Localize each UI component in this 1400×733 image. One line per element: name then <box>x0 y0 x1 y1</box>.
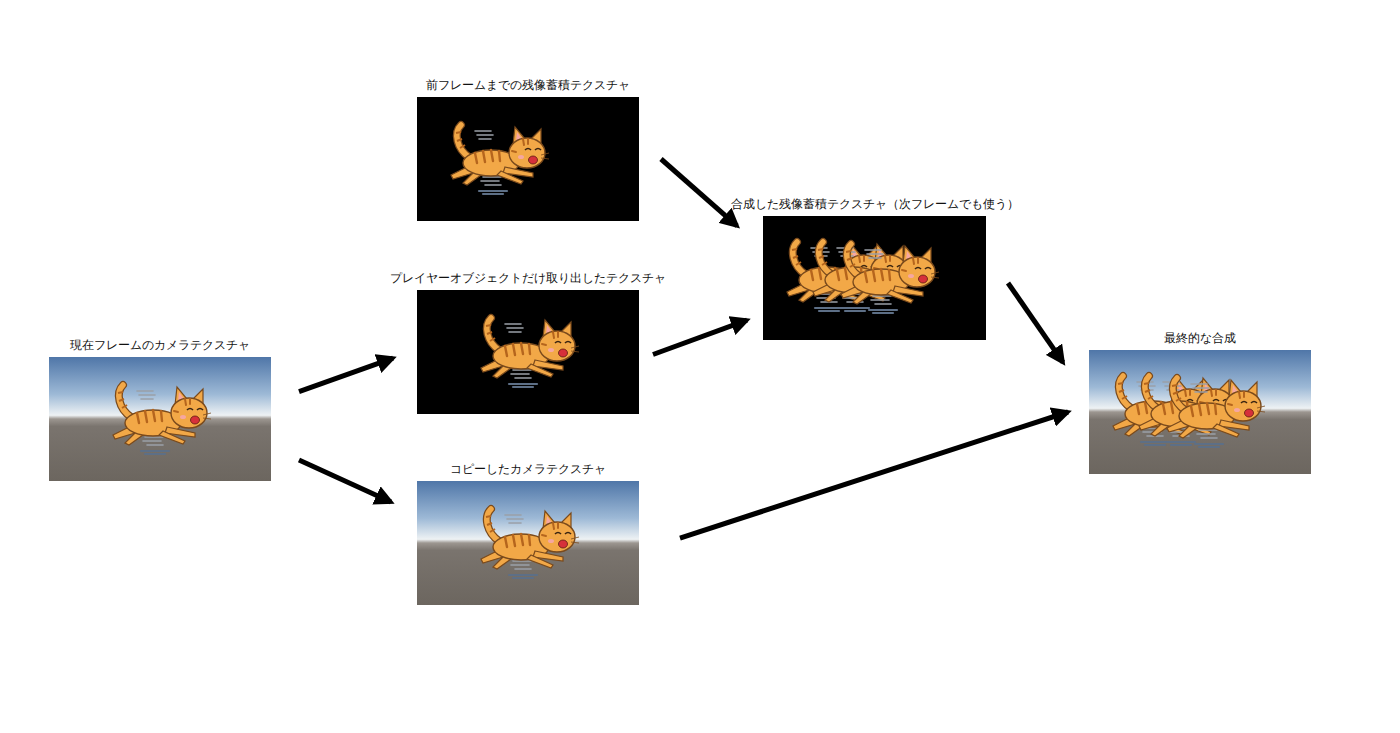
texture-node: 最終的な合成 <box>1087 330 1313 474</box>
camera-texture-picture <box>49 357 271 481</box>
texture-node: 合成した残像蓄積テクスチャ（次フレームでも使う） <box>729 196 1021 340</box>
flow-arrow <box>653 320 747 354</box>
accumulation-texture-picture <box>417 97 639 221</box>
node-caption: 最終的な合成 <box>1087 330 1313 346</box>
flow-arrow <box>1008 283 1063 362</box>
node-caption: 合成した残像蓄積テクスチャ（次フレームでも使う） <box>729 196 1021 212</box>
player-texture-picture <box>417 290 639 414</box>
flow-arrow <box>680 412 1068 538</box>
picture-frame <box>1089 350 1311 474</box>
texture-node: 現在フレームのカメラテクスチャ <box>47 337 273 481</box>
picture-frame <box>417 97 639 221</box>
texture-node: コピーしたカメラテクスチャ <box>415 461 641 605</box>
combined-texture-picture <box>763 216 986 340</box>
flow-arrow <box>299 460 391 502</box>
node-caption: プレイヤーオブジェクトだけ取り出したテクスチャ <box>388 270 668 286</box>
flow-arrow <box>661 159 737 226</box>
node-caption: 前フレームまでの残像蓄積テクスチャ <box>415 77 641 93</box>
node-caption: 現在フレームのカメラテクスチャ <box>47 337 273 353</box>
picture-frame <box>49 357 271 481</box>
picture-frame <box>417 481 639 605</box>
final-composite-picture <box>1089 350 1311 474</box>
texture-node: プレイヤーオブジェクトだけ取り出したテクスチャ <box>388 270 668 414</box>
picture-frame <box>417 290 639 414</box>
flow-arrow <box>299 358 393 392</box>
copied-camera-picture <box>417 481 639 605</box>
texture-node: 前フレームまでの残像蓄積テクスチャ <box>415 77 641 221</box>
picture-frame <box>763 216 986 340</box>
node-caption: コピーしたカメラテクスチャ <box>415 461 641 477</box>
